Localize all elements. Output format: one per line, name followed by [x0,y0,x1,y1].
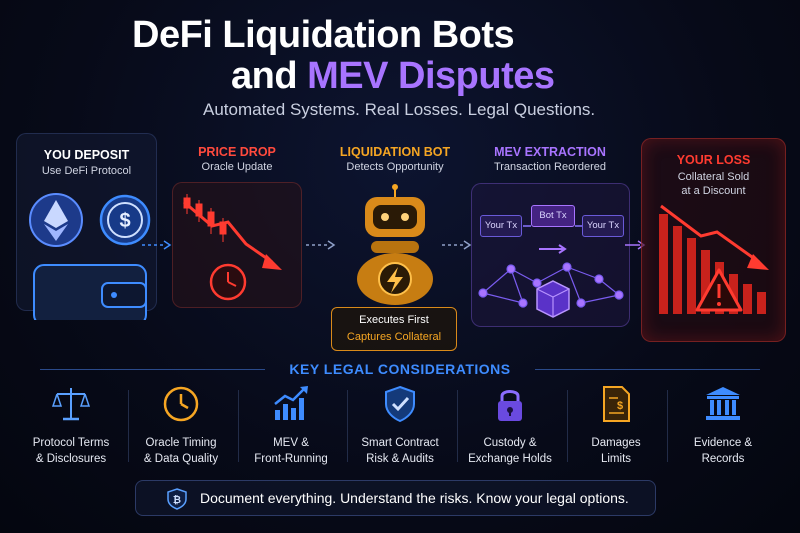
consideration-label-line2: Records [701,453,745,465]
lightning-icon [357,253,433,305]
scales-icon [51,388,91,421]
price-drop-panel [172,182,302,308]
clock-icon [163,386,199,422]
footer-text: Document everything. Understand the risk… [200,490,629,506]
svg-text:₿: ₿ [173,494,181,506]
title-purple-part: MEV Disputes [307,55,555,97]
consideration-label-line1: Custody & [483,437,537,449]
invoice-icon: $ [603,386,630,422]
price-drop-heading: PRICE DROP [198,145,276,159]
consideration-label-line1: MEV & [273,437,309,449]
usd-coin-icon: $ [99,194,151,246]
consideration-protocol-terms: Protocol Terms & Disclosures [16,380,126,470]
mev-graphic [478,225,624,318]
trend-chart-icon [274,386,308,420]
flow-arrow-2 [306,240,336,250]
column-divider [238,390,239,462]
shield-check-icon [385,385,415,423]
consideration-label-line2: & Disclosures [35,453,107,465]
bot-action-line1: Executes First [359,314,429,326]
loss-subtitle-line2: at a Discount [681,185,746,197]
loss-heading: YOUR LOSS [676,153,751,167]
tx-bot: Bot Tx [531,205,575,227]
consideration-custody: Custody & Exchange Holds [455,380,565,470]
clock-icon [209,263,247,301]
mev-subtitle: Transaction Reordered [493,161,607,173]
network-icon [478,262,624,314]
section-divider-left [40,369,265,370]
footer-banner: ₿ Document everything. Understand the ri… [135,480,656,516]
consideration-label-line2: Front-Running [254,453,328,465]
loss-subtitle: Collateral Sold at a Discount [642,170,785,198]
key-legal-title: KEY LEGAL CONSIDERATIONS [289,361,511,377]
bot-action-box: Executes First Captures Collateral [331,307,457,351]
bot-heading: LIQUIDATION BOT [339,145,451,159]
consideration-mev-front-running: MEV & Front-Running [236,380,346,470]
bot-action-line2: Captures Collateral [346,331,442,343]
consideration-oracle-timing: Oracle Timing & Data Quality [126,380,236,470]
page-title: DeFi Liquidation Bots [132,14,515,56]
reorder-arrows [523,225,582,254]
candlestick-chart-icon [183,194,227,242]
title-white-part: and [231,55,308,97]
column-divider [567,390,568,462]
consideration-label-line1: Protocol Terms [32,437,110,449]
svg-text:$: $ [617,400,623,412]
column-divider [667,390,668,462]
down-arrow-icon [183,200,282,270]
consideration-label-line2: & Data Quality [143,453,219,465]
column-divider [128,390,129,462]
section-divider-right [535,369,760,370]
consideration-label-line1: Evidence & [693,437,753,449]
flow-arrow-3 [442,240,472,250]
consideration-label-line2: Limits [600,453,632,465]
trend-down-arrow [660,204,769,270]
consideration-label-line1: Oracle Timing [145,437,217,449]
ethereum-icon [29,193,83,247]
warning-icon [695,268,743,312]
bot-subtitle: Detects Opportunity [346,161,444,173]
tx-your-left: Your Tx [480,215,522,237]
page-subtitle: Automated Systems. Real Losses. Legal Qu… [203,100,596,119]
shield-bitcoin-icon: ₿ [167,488,187,510]
consideration-evidence: Evidence & Records [668,380,778,470]
mev-heading: MEV EXTRACTION [494,145,606,159]
consideration-label-line1: Damages [591,437,641,449]
flow-arrow-1 [142,240,172,250]
deposit-icons: $ [29,193,151,320]
deposit-subtitle: Use DeFi Protocol [41,165,132,177]
lock-icon [498,390,522,421]
price-drop-graphic [183,194,282,301]
column-divider [347,390,348,462]
svg-text:$: $ [119,210,130,232]
robot-icon [365,184,425,253]
loss-subtitle-line1: Collateral Sold [677,171,750,183]
consideration-label-line2: Exchange Holds [468,453,552,465]
cube-icon [536,280,570,318]
page-title-line2: and MEV Disputes [231,55,555,98]
wallet-icon [33,264,147,320]
column-divider [457,390,458,462]
courthouse-icon [706,387,740,420]
loss-graphic [659,204,769,314]
deposit-heading: YOU DEPOSIT [43,148,130,162]
consideration-label-line2: Risk & Audits [366,453,434,465]
price-drop-subtitle: Oracle Update [201,161,273,173]
tx-your-right: Your Tx [582,215,624,237]
consideration-label-line1: Smart Contract [361,437,439,449]
bot-graphic [357,184,433,305]
